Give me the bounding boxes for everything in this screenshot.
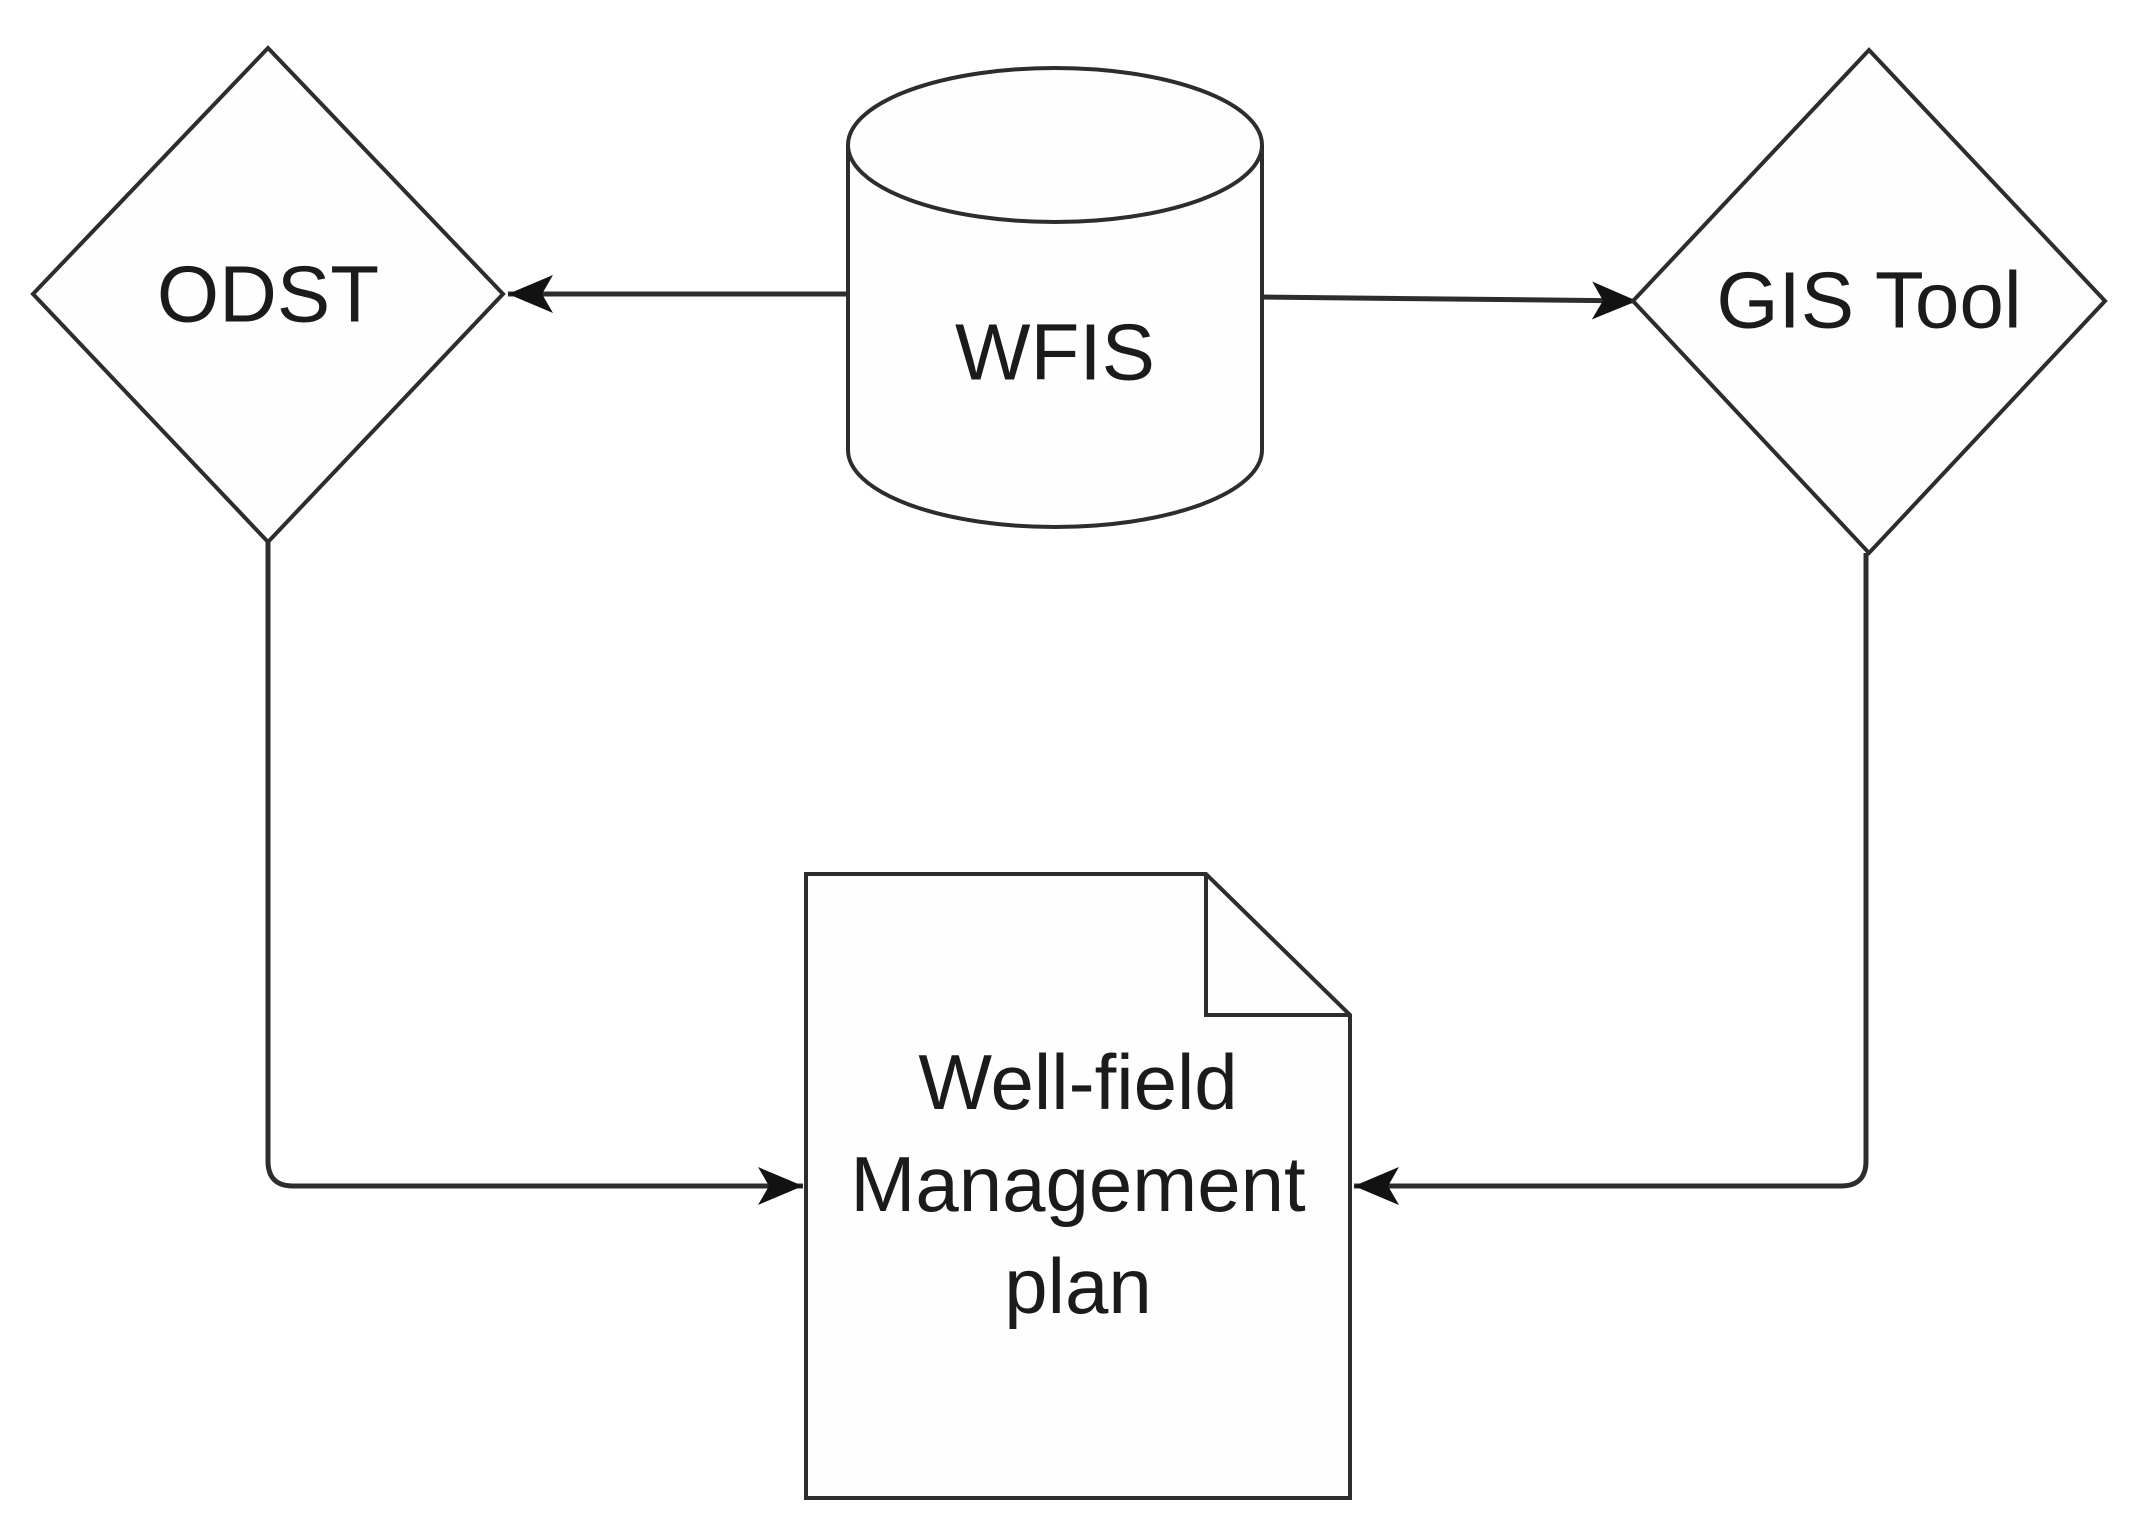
odst-label: ODST	[157, 250, 379, 339]
arrow-odst-to-plan-document	[265, 542, 803, 1205]
plan-document-label-line1: Well-field	[918, 1038, 1237, 1126]
odst-diamond-shape	[30, 45, 506, 545]
plan-document-label-line2: Management	[850, 1140, 1306, 1228]
arrow-gis-tool-to-plan-document	[1354, 553, 1869, 1205]
document-shape	[804, 872, 1352, 1500]
plan-document-label-line3: plan	[1004, 1242, 1151, 1330]
wfis-cylinder-top	[846, 66, 1264, 224]
arrow-wfis-to-gis-tool	[1261, 281, 1638, 320]
wfis-cylinder-body	[846, 145, 1264, 529]
edges	[265, 275, 1869, 1205]
wfis-label: WFIS	[955, 308, 1155, 397]
node-plan-document: Well-field Management plan	[804, 872, 1352, 1500]
node-gis-tool: GIS Tool	[1630, 47, 2108, 556]
node-wfis: WFIS	[846, 66, 1264, 529]
gis-tool-label: GIS Tool	[1716, 256, 2021, 345]
document-folded-corner	[1204, 874, 1350, 1017]
node-odst: ODST	[30, 45, 506, 545]
gis-tool-diamond-shape	[1630, 47, 2108, 556]
